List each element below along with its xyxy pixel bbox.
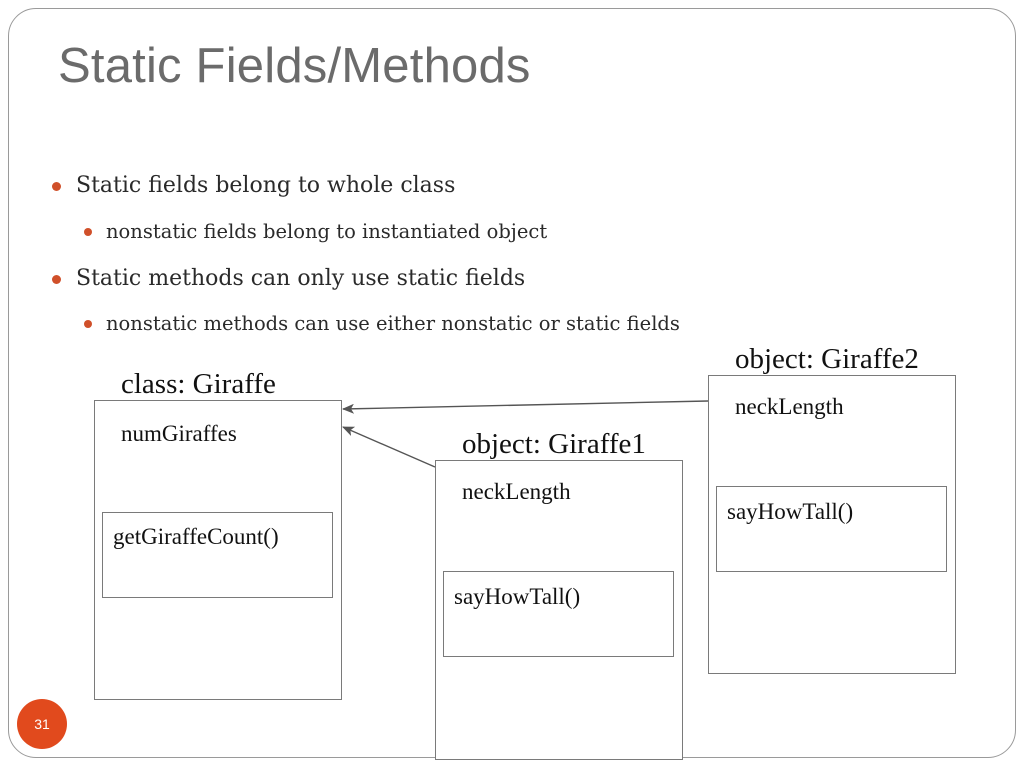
class-method-box	[102, 512, 333, 598]
class-method-label: getGiraffeCount()	[113, 524, 279, 549]
object2-method-label: sayHowTall()	[727, 499, 854, 524]
page-number-badge: 31	[17, 699, 67, 749]
sub-bullet-item: nonstatic fields belong to instantiated …	[84, 220, 548, 243]
bullet-text: nonstatic fields belong to instantiated …	[106, 220, 548, 243]
bullet-dot-icon	[52, 182, 61, 191]
sub-bullet-item: nonstatic methods can use either nonstat…	[84, 312, 680, 335]
object1-title: object: Giraffe1	[462, 428, 646, 460]
bullet-dot-icon	[84, 228, 92, 236]
bullet-text: Static methods can only use static field…	[76, 266, 526, 291]
object1-method-label: sayHowTall()	[454, 584, 581, 609]
object1-method-box	[443, 571, 674, 657]
bullet-item: Static methods can only use static field…	[52, 266, 526, 291]
object1-field-label: neckLength	[462, 479, 571, 504]
class-giraffe-title: class: Giraffe	[121, 368, 276, 400]
bullet-text: Static fields belong to whole class	[76, 173, 456, 198]
bullet-dot-icon	[84, 320, 92, 328]
class-field-label: numGiraffes	[121, 421, 237, 446]
object2-title: object: Giraffe2	[735, 343, 919, 375]
slide-title: Static Fields/Methods	[58, 39, 531, 93]
bullet-text: nonstatic methods can use either nonstat…	[106, 312, 680, 335]
bullet-item: Static fields belong to whole class	[52, 173, 456, 198]
object2-method-box	[716, 486, 947, 572]
object2-field-label: neckLength	[735, 394, 844, 419]
bullet-dot-icon	[52, 275, 61, 284]
